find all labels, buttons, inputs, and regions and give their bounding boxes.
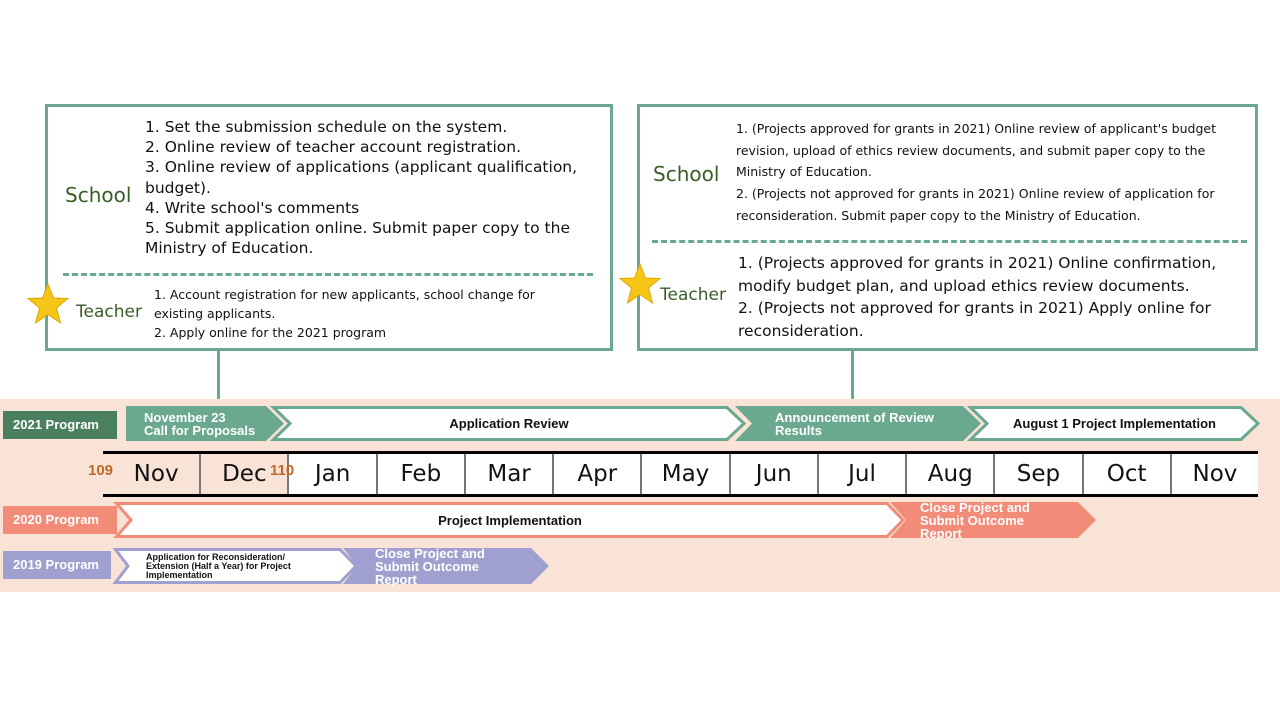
year-label-109: 109 [88,462,114,479]
step-project-implementation-2020-label: Project Implementation [438,512,582,528]
month-cell: Jan [289,454,378,494]
left-info-box: School 1. Set the submission schedule on… [45,104,613,351]
step-close-project-2019: Close Project and Submit Outcome Report [343,545,549,587]
year-label-110: 110 [270,462,295,479]
month-cell: May [642,454,731,494]
step-reconsideration-2019-label: Application for Reconsideration/ Extensi… [146,551,291,580]
step-call-for-proposals-label: November 23 Call for Proposals [144,409,256,438]
star-icon [26,283,70,325]
step-announcement: Announcement of Review Results [735,406,981,441]
step-project-implementation-2021-label: August 1 Project Implementation [1013,416,1216,431]
month-cell: Nov [1192,461,1238,487]
month-cell: Dec [201,454,290,494]
step-project-implementation-2020: Project Implementation [113,502,906,538]
left-divider [63,273,593,276]
month-cell: Feb [378,454,466,494]
program-2020-label: 2020 Program [3,506,117,534]
step-application-review: Application Review [269,406,747,441]
left-teacher-text: 1. Account registration for new applican… [154,287,535,340]
right-divider [652,240,1247,243]
month-cell: Sep [995,454,1084,494]
left-teacher-label: Teacher [76,302,142,322]
left-connector-line [217,350,220,410]
month-cell: Apr [554,454,643,494]
step-close-project-2020-label: Close Project and Submit Outcome Report [920,499,1030,541]
step-application-review-label: Application Review [449,416,569,431]
star-icon [618,263,662,305]
step-reconsideration-2019: Application for Reconsideration/ Extensi… [112,548,359,584]
month-timeline: Nov Dec Jan Feb Mar Apr May Jun Jul Aug … [103,451,1258,497]
step-close-project-2019-label: Close Project and Submit Outcome Report [375,545,485,587]
left-school-label: School [65,183,132,207]
left-school-text: 1. Set the submission schedule on the sy… [145,118,578,258]
month-cell: Oct [1084,454,1172,494]
right-connector-line [851,350,854,410]
month-cell: Nov [103,454,202,494]
step-call-for-proposals: November 23 Call for Proposals [126,406,284,441]
right-teacher-label: Teacher [660,285,726,305]
month-cell: Aug [907,454,996,494]
step-announcement-label: Announcement of Review Results [775,409,934,438]
month-cell: Jun [731,454,819,494]
program-2021-label: 2021 Program [3,411,117,439]
right-school-text: 1. (Projects approved for grants in 2021… [736,121,1216,223]
step-project-implementation-2021: August 1 Project Implementation [966,406,1261,441]
program-2019-label: 2019 Program [3,551,111,579]
right-teacher-text: 1. (Projects approved for grants in 2021… [738,254,1217,340]
step-close-project-2020: Close Project and Submit Outcome Report [890,499,1096,541]
month-cell: Jul [819,454,908,494]
right-info-box: School 1. (Projects approved for grants … [637,104,1258,351]
right-school-label: School [653,162,720,186]
month-cell: Mar [466,454,555,494]
